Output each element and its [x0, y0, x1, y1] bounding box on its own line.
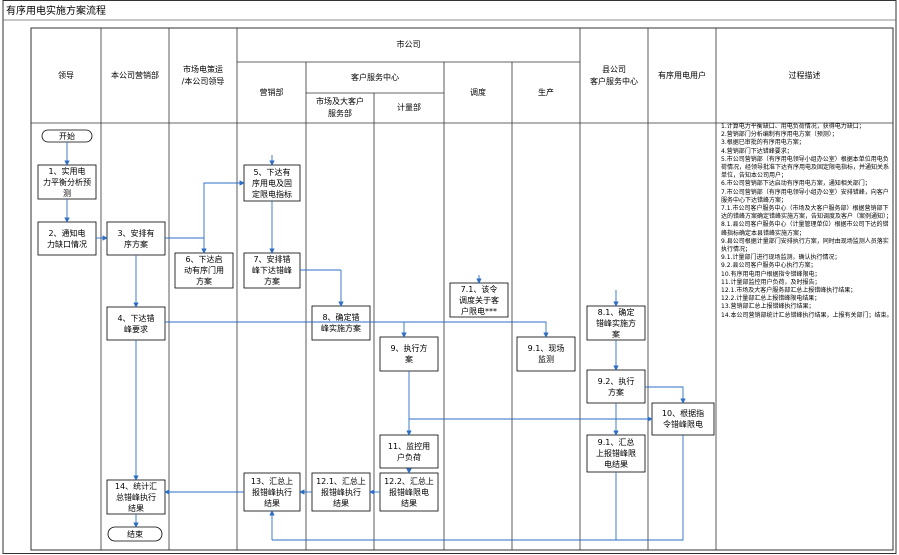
box-n71	[449, 282, 509, 318]
node-n81: 8.1、确定 错峰实施方 案	[596, 307, 636, 339]
process-description: 1.计算电力平衡缺口、用电负荷情况，获得电力缺口； 2.营销部门分析编制有序用电…	[721, 123, 893, 319]
node-n7: 7、安排错 峰下达错峰 方案	[252, 255, 292, 286]
node-n10: 10、根据指 令错峰限电	[661, 409, 705, 429]
node-n4: 4、下达错 峰要求	[117, 313, 155, 334]
box-n121	[379, 472, 439, 512]
box-n13	[243, 472, 301, 512]
box-n2	[37, 221, 97, 256]
diagram-title: 有序用电实施方案流程	[6, 6, 106, 17]
lane-header-metering: 计量部	[397, 103, 421, 112]
node-start: 开始	[59, 131, 75, 141]
box-n81	[586, 305, 646, 341]
box-n1	[37, 164, 97, 200]
process-boxes	[37, 129, 715, 542]
lane-table	[30, 27, 894, 551]
box-n6	[174, 252, 234, 289]
header-separators	[31, 61, 893, 124]
lane-separators	[100, 28, 717, 550]
box-n11	[379, 434, 439, 469]
node-n21: 9.1、汇总 上报错峰限 电结果	[596, 438, 636, 469]
node-n1: 1、实用电 力平衡分析预 测	[43, 166, 91, 198]
connectors	[64, 142, 686, 541]
lane-header-county: 县公司 客户服务中心	[590, 64, 638, 86]
node-n71: 7.1、该令 调度关于客 户限电***	[459, 284, 499, 316]
node-n5: 5、下达有 序用电及固 定限电指标	[252, 167, 292, 199]
lane-header-marketing: 营销部	[259, 87, 284, 97]
node-n91: 9.1、现场 监测	[527, 344, 565, 364]
lane-header-production: 生产	[538, 87, 554, 97]
node-n11: 11、监控用 户负荷	[387, 441, 431, 462]
lane-header-service-center: 客户服务中心	[351, 72, 399, 82]
node-n8: 8、确定错 峰实施方案	[321, 313, 361, 333]
node-n14: 14、统计汇 总错峰执行 结果	[114, 481, 158, 513]
node-n92: 9.2、执行 方案	[597, 376, 635, 397]
box-n8	[311, 305, 371, 341]
node-n3: 3、安排有 序方案	[117, 228, 155, 249]
lane-header-city: 市公司	[396, 40, 421, 49]
node-end: 结束	[127, 529, 143, 539]
node-n121: 12.2、汇总上 报错峰限电 结果	[384, 476, 434, 508]
lane-header-dispatch2: 调度	[470, 87, 486, 97]
node-n9: 9、执行方 案	[390, 344, 428, 364]
lane-header-large-cust: 市场及大客户 服务部	[316, 97, 364, 118]
lane-header-process-desc: 过程描述	[788, 70, 821, 80]
box-n3	[106, 221, 166, 256]
lane-header-dispatch: 市场电策运 /本公司领导	[181, 64, 225, 86]
node-n13: 13、汇总上 报错峰执行 结果	[250, 476, 294, 508]
box-n21	[586, 434, 646, 473]
node-n2: 2、通知电 力缺口情况	[47, 228, 87, 249]
box-n7	[243, 252, 301, 289]
node-n12: 12.1、汇总上 报错峰执行 结果	[316, 476, 366, 508]
lane-header-leader: 领导	[58, 70, 74, 80]
lane-header-user: 有序用电用户	[658, 70, 706, 80]
lane-header-ops: 本公司营销部	[111, 70, 159, 80]
node-n6: 6、下达启 动有序门用 方案	[184, 255, 224, 286]
